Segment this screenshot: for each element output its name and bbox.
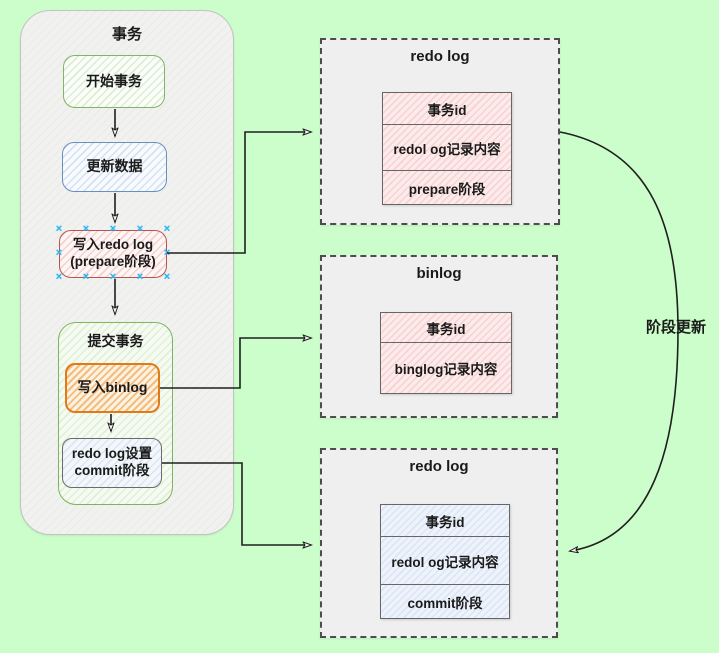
panel-redo-log-prepare[interactable]: redo log 事务id redol og记录内容 prepare阶段 [320,38,560,225]
table-row: binglog记录内容 [381,343,511,393]
node-start-transaction[interactable]: 开始事务 [63,55,165,108]
table-row: redol og记录内容 [381,537,509,585]
edge-write-redo-to-redo-log-panel[interactable] [167,132,311,254]
edge-write-binlog-to-binlog-panel[interactable] [160,338,311,389]
redo-log-prepare-table: 事务id redol og记录内容 prepare阶段 [382,92,512,205]
table-row: 事务id [381,505,509,537]
edge-stage-update-curve[interactable] [559,131,679,551]
panel-redo-log-prepare-title: redo log [410,48,470,65]
commit-group-title: 提交事务 [87,333,144,349]
panel-redo-log-commit-title: redo log [409,458,469,475]
node-update-data[interactable]: 更新数据 [62,142,167,192]
node-write-binlog[interactable]: 写入binlog [65,363,160,413]
binlog-table: 事务id binglog记录内容 [380,312,512,394]
table-row: 事务id [381,313,511,343]
transaction-panel-title: 事务 [111,26,142,43]
stage-update-label: 阶段更新 [645,319,706,336]
panel-redo-log-commit[interactable]: redo log 事务id redol og记录内容 commit阶段 [320,448,558,638]
table-row: redol og记录内容 [383,125,511,171]
panel-binlog[interactable]: binlog 事务id binglog记录内容 [320,255,558,418]
node-write-redo-log-prepare[interactable]: 写入redo log (prepare阶段) [59,230,167,278]
redo-log-commit-table: 事务id redol og记录内容 commit阶段 [380,504,510,619]
table-row: commit阶段 [381,585,509,618]
table-row: prepare阶段 [383,171,511,204]
node-redo-set-commit[interactable]: redo log设置 commit阶段 [62,438,162,488]
table-row: 事务id [383,93,511,125]
panel-binlog-title: binlog [416,265,462,282]
edge-redo-set-commit-to-redo-log-panel[interactable] [162,462,311,545]
